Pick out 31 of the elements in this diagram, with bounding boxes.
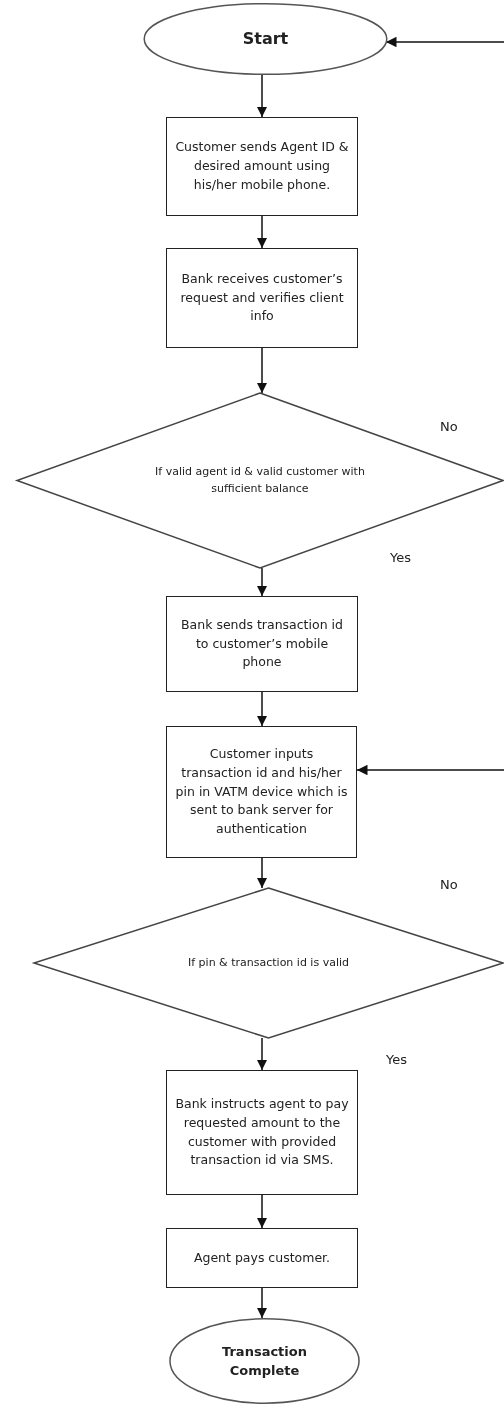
node-text: Customer inputs transaction id and his/her pin in VATM device which is sent to bank server for authentication [175,745,348,839]
arrow [256,1037,268,1071]
arrow [256,691,268,727]
arrow [256,74,268,118]
node-text: Bank receives customer’s request and verifies client info [179,269,345,326]
arrow [256,1287,268,1319]
process-box [166,726,357,858]
branch-label: No [440,419,458,434]
arrow [256,347,268,394]
process-box [166,596,358,692]
node-text: If pin & transaction id is valid [188,954,349,971]
arrow [256,857,268,889]
process-box [166,117,358,216]
arrow [256,215,268,249]
node-text: Bank sends transaction id to customer’s mobile phone [180,615,344,672]
branch-label: Yes [386,1052,407,1067]
node-text: Customer sends Agent ID & desired amount using his/her mobile phone. [175,138,349,194]
node-text: If valid agent id & valid customer with sufficient balance [154,464,366,497]
arrow [256,1194,268,1229]
node-text: Agent pays customer. [193,1248,331,1267]
arrow [356,764,504,776]
arrow [256,567,268,597]
process-box [166,1070,358,1195]
node-text: Start [242,28,289,50]
arrow [385,36,504,48]
branch-label: No [440,877,458,892]
process-box [166,1228,358,1288]
process-box [166,248,358,348]
branch-label: Yes [390,550,411,565]
node-text: Transaction Complete [221,1342,308,1380]
node-text: Bank instructs agent to pay requested amount to the customer with provided transaction id via SMS. [175,1095,349,1170]
